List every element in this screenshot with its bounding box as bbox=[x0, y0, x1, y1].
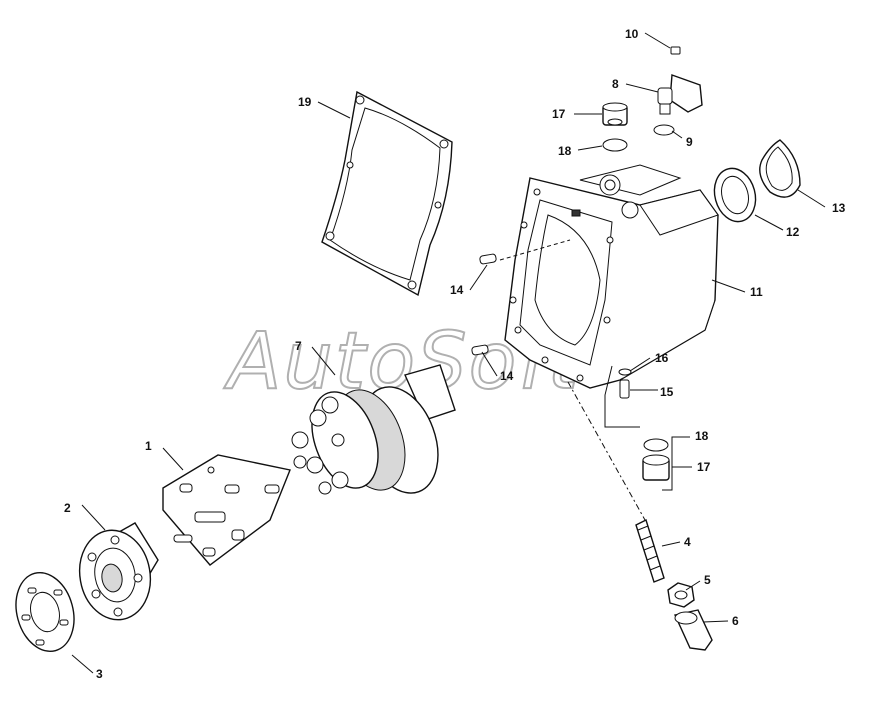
callout-2: 2 bbox=[64, 501, 71, 515]
retainer-plate-part-3 bbox=[15, 571, 75, 653]
leader-lines bbox=[71, 32, 826, 674]
gasket-part-19 bbox=[321, 90, 453, 297]
callout-4: 4 bbox=[684, 535, 691, 549]
circlip-part-13 bbox=[759, 139, 801, 198]
axis-line-upper bbox=[499, 239, 571, 261]
callout-11: 11 bbox=[750, 285, 763, 299]
drive-shaft-part-7 bbox=[291, 364, 456, 495]
pin-part-14-upper bbox=[479, 253, 497, 265]
cylinder-block-part-2 bbox=[78, 522, 159, 621]
callout-7: 7 bbox=[295, 339, 302, 353]
callout-19: 19 bbox=[298, 95, 312, 109]
callout-18-lower: 18 bbox=[695, 429, 709, 443]
callout-1: 1 bbox=[145, 439, 152, 453]
callout-5: 5 bbox=[704, 573, 711, 587]
callout-12: 12 bbox=[786, 225, 800, 239]
o-ring-part-9 bbox=[653, 124, 675, 136]
stud-part-4 bbox=[635, 519, 665, 583]
callout-9: 9 bbox=[686, 135, 693, 149]
callout-14-upper: 14 bbox=[450, 283, 464, 297]
o-ring-part-18-lower bbox=[643, 438, 669, 452]
o-ring-part-16 bbox=[618, 368, 632, 376]
valve-plate-part-1 bbox=[162, 454, 291, 566]
callout-13: 13 bbox=[832, 201, 846, 215]
callout-18-upper: 18 bbox=[558, 144, 572, 158]
o-ring-part-18-upper bbox=[602, 138, 628, 152]
plug-part-15 bbox=[619, 379, 630, 399]
callout-3: 3 bbox=[96, 667, 103, 681]
callout-labels: 1 2 3 4 5 6 7 8 9 10 11 12 13 14 14 15 1… bbox=[64, 27, 846, 681]
center-axis-line bbox=[567, 381, 646, 521]
callout-16: 16 bbox=[655, 351, 669, 365]
cap-part-6 bbox=[674, 609, 713, 651]
sensor-part-8 bbox=[657, 74, 703, 115]
callout-8: 8 bbox=[612, 77, 619, 91]
housing-part-11 bbox=[504, 164, 719, 389]
pin-part-14-lower bbox=[471, 344, 489, 356]
nut-part-5 bbox=[667, 582, 695, 608]
callout-17-upper: 17 bbox=[552, 107, 566, 121]
callout-17-lower: 17 bbox=[697, 460, 711, 474]
callout-14-lower: 14 bbox=[500, 369, 514, 383]
screw-part-10 bbox=[670, 46, 681, 55]
plug-part-17-upper bbox=[602, 102, 628, 126]
plug-part-17-lower bbox=[642, 454, 670, 481]
callout-10: 10 bbox=[625, 27, 639, 41]
callout-6: 6 bbox=[732, 614, 739, 628]
seal-part-12 bbox=[713, 167, 757, 223]
callout-15: 15 bbox=[660, 385, 674, 399]
